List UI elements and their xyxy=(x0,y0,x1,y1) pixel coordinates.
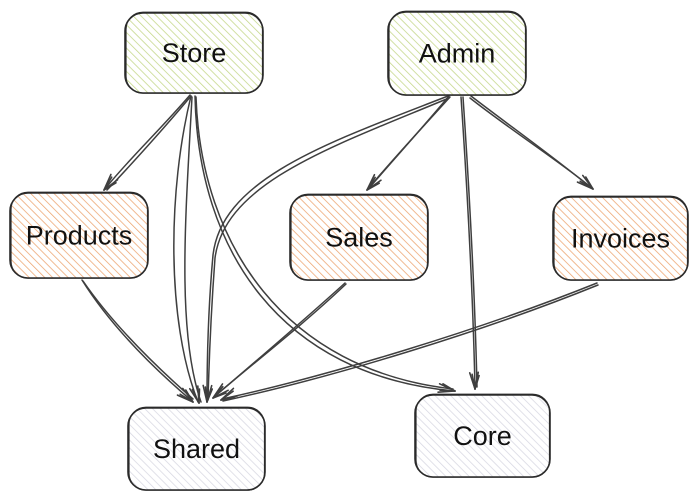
arrowhead-barb xyxy=(366,176,376,191)
node-invoices: Invoices xyxy=(552,195,689,281)
node-label-products: Products xyxy=(26,221,133,251)
arrowhead-barb xyxy=(191,388,200,404)
arrowhead-barb xyxy=(184,389,194,403)
edge-store-shared xyxy=(173,95,202,404)
node-label-store: Store xyxy=(162,38,227,68)
node-label-core: Core xyxy=(453,421,512,451)
arrowhead-barb xyxy=(471,373,476,390)
edge-admin-shared xyxy=(202,95,450,403)
arrowhead-barb xyxy=(220,390,234,401)
arrowhead-barb xyxy=(204,386,208,403)
node-store: Store xyxy=(124,11,264,94)
arrowhead-barb xyxy=(366,182,381,191)
arrowhead-barb xyxy=(442,382,456,392)
edge-store-products xyxy=(103,94,192,191)
arrowhead-barb xyxy=(439,389,456,392)
node-products: Products xyxy=(9,191,149,279)
node-shared: Shared xyxy=(127,406,266,491)
arrowhead-barb xyxy=(220,397,236,401)
edges-layer xyxy=(81,94,599,404)
node-label-admin: Admin xyxy=(419,39,496,69)
edge-admin-invoices xyxy=(469,95,594,190)
node-label-shared: Shared xyxy=(153,434,240,464)
arrowhead-barb xyxy=(579,180,594,190)
edge-invoices-shared xyxy=(220,282,599,402)
node-core: Core xyxy=(414,393,551,478)
edge-products-shared xyxy=(81,279,194,403)
edge-admin-core xyxy=(460,96,480,390)
arrowhead-barb xyxy=(212,385,224,399)
node-admin: Admin xyxy=(387,10,527,96)
node-sales: Sales xyxy=(289,193,429,281)
edge-store-core xyxy=(194,95,456,393)
edge-sales-shared xyxy=(212,282,347,399)
arrowhead-barb xyxy=(206,388,214,403)
arrowhead-barb xyxy=(103,176,113,191)
edge-admin-sales xyxy=(366,95,451,191)
arrowhead-barb xyxy=(179,393,194,403)
arrowhead-barb xyxy=(474,374,480,390)
arrowhead-barb xyxy=(212,392,227,399)
arrowhead-barb xyxy=(103,181,117,191)
node-label-invoices: Invoices xyxy=(571,224,670,254)
node-label-sales: Sales xyxy=(325,223,393,253)
arrowhead-barb xyxy=(584,176,594,190)
